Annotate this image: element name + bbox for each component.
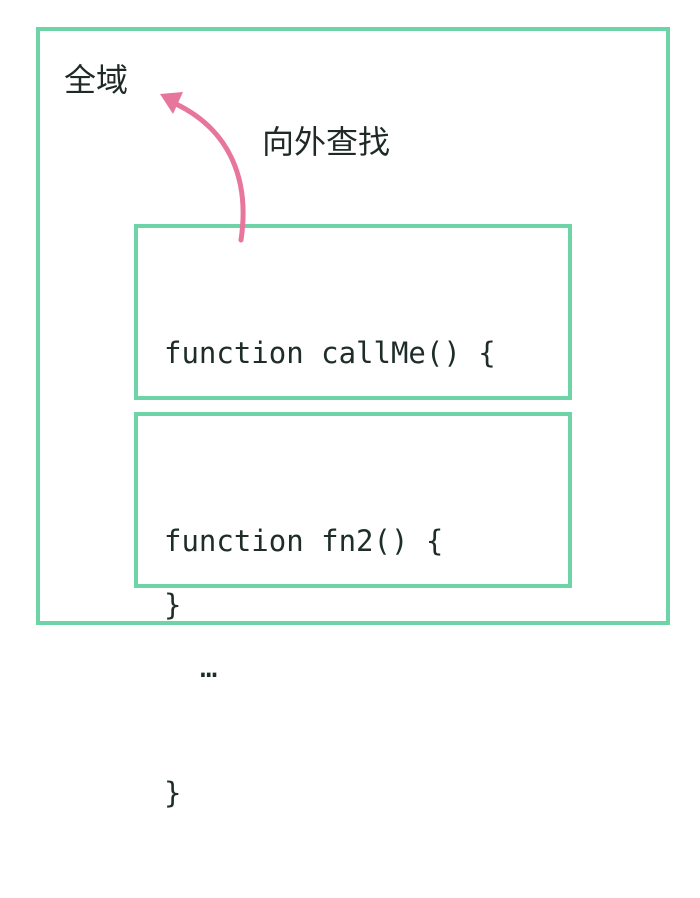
code-line-closing: } (164, 588, 182, 622)
lookup-outward-label: 向外查找 (262, 123, 391, 161)
code-line-signature: function fn2() { (164, 524, 444, 558)
code-line-closing: } (164, 776, 182, 810)
code-line-signature: function callMe() { (164, 336, 496, 370)
code-block-fn2: function fn2() { … } (164, 436, 443, 898)
code-line-body: … (200, 650, 218, 684)
function-scope-callme: function callMe() { … } (134, 224, 572, 622)
global-scope-label: 全域 (64, 61, 129, 99)
function-scope-fn2: function fn2() { … } (134, 412, 572, 810)
